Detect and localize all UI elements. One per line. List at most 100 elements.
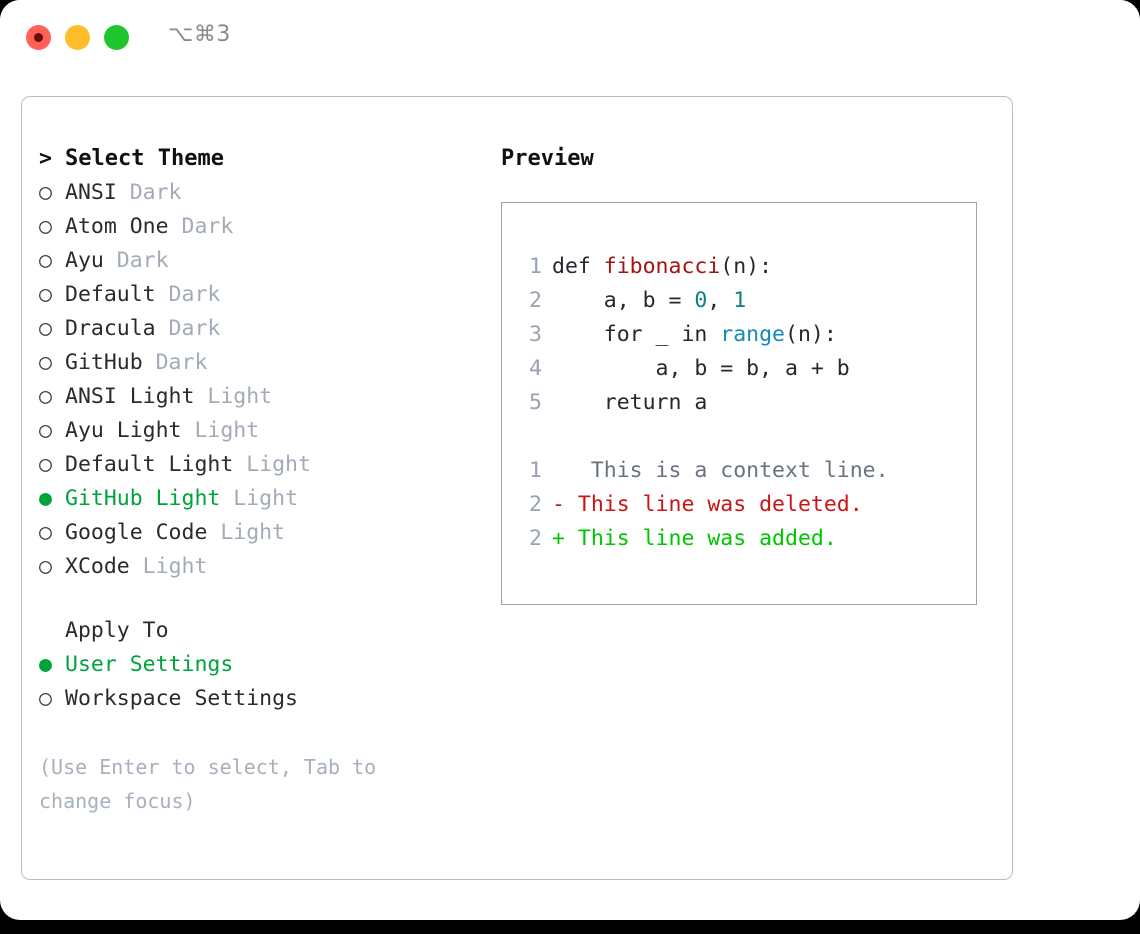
section-heading-label: Select Theme <box>65 146 224 171</box>
code-token: return a <box>552 390 708 415</box>
theme-list-item[interactable]: ○ Dracula Dark <box>39 316 489 350</box>
window-controls <box>26 25 129 50</box>
radio-unselected-icon: ○ <box>39 418 52 443</box>
theme-name-label: Google Code <box>65 520 208 545</box>
code-line: 4 a, b = b, a + b <box>520 352 976 386</box>
diff-text: - This line was deleted. <box>552 492 863 517</box>
line-number: 2 <box>529 492 542 517</box>
theme-list-item[interactable]: ○ Default Light Light <box>39 452 489 486</box>
diff-text: This is a context line. <box>552 458 889 483</box>
theme-list-item[interactable]: ○XCode Light <box>39 554 489 588</box>
theme-name-label: Ayu Light <box>65 418 182 443</box>
code-line: 3 for _ in range(n): <box>520 318 976 352</box>
theme-name-label: Default Light <box>65 452 234 477</box>
theme-variant-label: Light <box>233 452 311 477</box>
theme-name-label: ANSI <box>65 180 117 205</box>
theme-picker-column: > Select Theme ○ANSI Dark○Atom One Dark○… <box>39 146 489 818</box>
code-token: a, b = b, a + b <box>552 356 850 381</box>
code-line: 1 def fibonacci(n): <box>520 250 976 284</box>
theme-variant-label: Dark <box>116 180 182 205</box>
theme-list-item[interactable]: ○Ayu Dark <box>39 248 489 282</box>
radio-unselected-icon: ○ <box>39 686 52 711</box>
theme-name-label: ANSI Light <box>65 384 195 409</box>
main-panel: > Select Theme ○ANSI Dark○Atom One Dark○… <box>21 96 1013 880</box>
radio-unselected-icon: ○ <box>39 452 52 477</box>
theme-variant-label: Light <box>181 418 260 443</box>
theme-variant-label: Dark <box>103 248 169 273</box>
theme-variant-label: Light <box>220 486 299 511</box>
line-number: 1 <box>529 458 542 483</box>
blank-marker-icon <box>39 620 65 642</box>
code-token: fibonacci <box>603 254 721 279</box>
theme-list-item[interactable]: ○ ANSI Dark <box>39 180 489 214</box>
close-button-icon[interactable] <box>26 25 51 50</box>
code-token: (n): <box>720 254 773 279</box>
theme-list-item[interactable]: ○Atom One Dark <box>39 214 489 248</box>
apply-to-label: User Settings <box>65 652 234 677</box>
code-token: for _ in <box>552 322 721 347</box>
radio-unselected-icon: ○ <box>39 384 52 409</box>
theme-list-item[interactable]: ○ ANSI Light Light <box>39 384 489 418</box>
theme-variant-label: Light <box>129 554 208 579</box>
maximize-button-icon[interactable] <box>104 25 129 50</box>
line-number: 2 <box>529 288 542 313</box>
line-number: 1 <box>529 254 542 279</box>
apply-to-heading: Apply To <box>39 618 489 652</box>
title-bar: ⌥⌘3 <box>0 0 1140 78</box>
select-theme-heading: > Select Theme <box>39 146 489 180</box>
minimize-button-icon[interactable] <box>65 25 90 50</box>
code-token: , <box>707 288 734 313</box>
theme-name-label: Dracula <box>65 316 156 341</box>
code-line: 5 return a <box>520 386 976 420</box>
theme-list-item[interactable]: ○ GitHub Dark <box>39 350 489 384</box>
line-number: 3 <box>529 322 542 347</box>
keyboard-hint-text: (Use Enter to select, Tab to change focu… <box>39 755 377 813</box>
radio-selected-icon: ● <box>39 486 52 511</box>
theme-variant-label: Dark <box>155 282 221 307</box>
theme-name-label: XCode <box>65 554 130 579</box>
theme-list-item[interactable]: ○Google Code Light <box>39 520 489 554</box>
apply-to-heading-label: Apply To <box>65 618 169 643</box>
line-number: 5 <box>529 390 542 415</box>
line-number: 2 <box>529 526 542 551</box>
radio-unselected-icon: ○ <box>39 214 52 239</box>
apply-to-list-item[interactable]: ○ Workspace Settings <box>39 686 489 720</box>
radio-unselected-icon: ○ <box>39 316 52 341</box>
theme-list-item[interactable]: ○Default Dark <box>39 282 489 316</box>
caret-icon: > <box>39 146 52 171</box>
radio-selected-icon: ● <box>39 652 52 677</box>
radio-unselected-icon: ○ <box>39 180 52 205</box>
theme-list-item[interactable]: ●GitHub Light Light <box>39 486 489 520</box>
apply-to-label: Workspace Settings <box>65 686 298 711</box>
theme-variant-label: Dark <box>155 316 221 341</box>
code-line: 2 a, b = 0, 1 <box>520 284 976 318</box>
diff-line: 2 - This line was deleted. <box>520 488 976 522</box>
code-token: def <box>552 254 604 279</box>
code-token: range <box>720 322 786 347</box>
code-token: 0 <box>694 288 708 313</box>
preview-title: Preview <box>501 146 594 171</box>
radio-unselected-icon: ○ <box>39 282 52 307</box>
section-spacer <box>39 588 489 618</box>
apply-to-list-item[interactable]: ● User Settings <box>39 652 489 686</box>
diff-sample: 1 This is a context line. 2 - This line wa… <box>520 454 976 556</box>
theme-variant-label: Light <box>207 520 286 545</box>
apply-to-list: ● User Settings ○ Workspace Settings <box>39 652 489 720</box>
diff-text: + This line was added. <box>552 526 837 551</box>
radio-unselected-icon: ○ <box>39 350 52 375</box>
code-token: (n): <box>785 322 837 347</box>
code-token: a, b = <box>552 288 695 313</box>
theme-name-label: GitHub <box>65 350 143 375</box>
theme-list-item[interactable]: ○ Ayu Light Light <box>39 418 489 452</box>
code-diff-spacer <box>520 420 976 454</box>
code-token: 1 <box>733 288 747 313</box>
line-number: 4 <box>529 356 542 381</box>
theme-variant-label: Light <box>194 384 273 409</box>
keyboard-shortcut-label: ⌥⌘3 <box>168 22 231 47</box>
theme-variant-label: Dark <box>142 350 208 375</box>
diff-line: 2 + This line was added. <box>520 522 976 556</box>
